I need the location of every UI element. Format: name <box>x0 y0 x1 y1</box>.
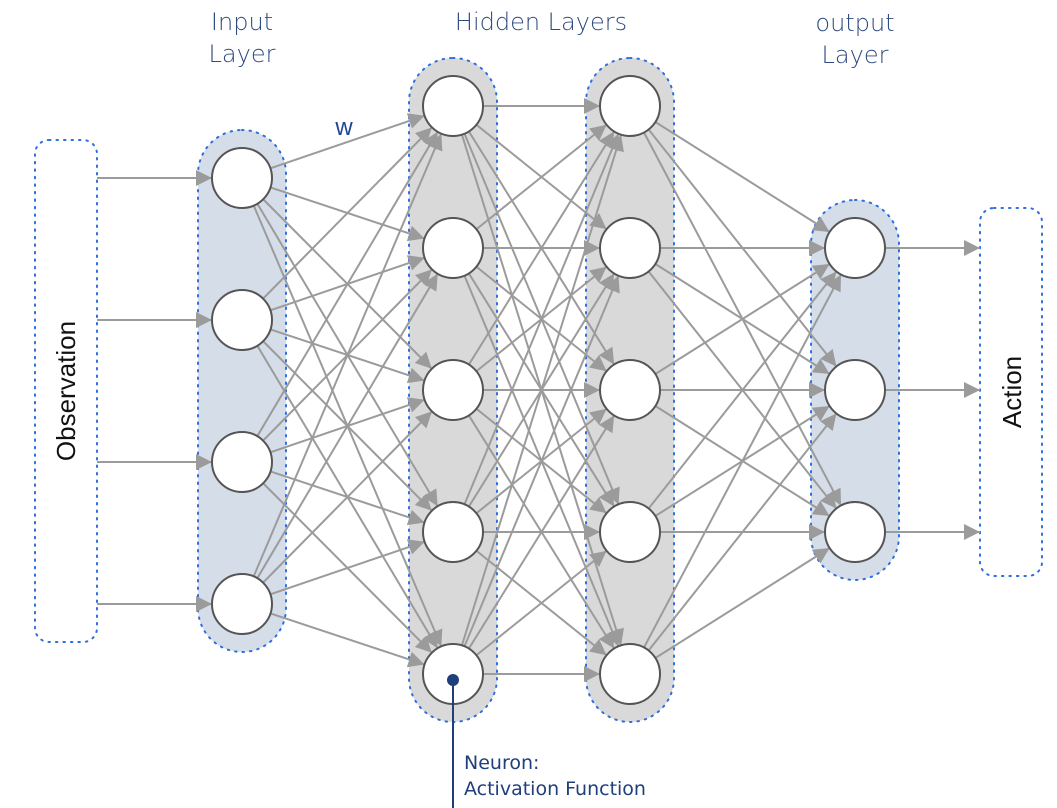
weight-label: w <box>334 114 353 141</box>
weight-edge <box>647 270 838 510</box>
neuron-hidden-2 <box>599 75 661 137</box>
weight-edge <box>475 123 608 231</box>
neuron-output <box>824 359 886 421</box>
neuron-input <box>211 573 273 635</box>
weight-edge <box>270 612 425 668</box>
neuron-hidden-1 <box>422 75 484 137</box>
neuron-output <box>824 501 886 563</box>
layer-input-band <box>197 129 287 653</box>
neuron-input <box>211 147 273 209</box>
weight-edge <box>252 133 443 577</box>
input-layer-title-line1: Input <box>211 8 273 36</box>
weight-edge <box>256 131 439 437</box>
neuron-hidden-1 <box>422 501 484 563</box>
neuron-hidden-1 <box>422 359 484 421</box>
observation-box <box>34 139 98 643</box>
weight-edge <box>468 130 615 366</box>
neuron-output <box>824 217 886 279</box>
neuron-note-line2: Activation Function <box>464 778 646 800</box>
neuron-input <box>211 289 273 351</box>
weight-edge <box>460 134 624 646</box>
action-box <box>979 207 1043 577</box>
input-layer-title-line2: Layer <box>209 40 276 68</box>
weight-edge <box>270 113 425 170</box>
weight-edge <box>262 410 433 584</box>
neuron-note-line1: Neuron: <box>464 752 539 774</box>
hidden-layers-title: Hidden Layers <box>455 8 627 36</box>
weight-edge <box>463 133 620 505</box>
weight-edge <box>463 275 620 647</box>
weight-edge <box>654 121 831 233</box>
action-label: Action <box>997 356 1027 428</box>
neuron-hidden-2 <box>599 217 661 279</box>
weight-edge <box>647 412 838 652</box>
weight-edge <box>654 547 831 659</box>
neuron-hidden-1 <box>422 217 484 279</box>
weight-edge <box>475 549 608 657</box>
neuron-hidden-2 <box>599 501 661 563</box>
weight-edge <box>468 414 615 650</box>
weight-edge <box>270 539 425 596</box>
neuron-hidden-2 <box>599 643 661 705</box>
neuron-hidden-2 <box>599 359 661 421</box>
output-layer-title-line1: output <box>815 9 894 37</box>
weight-edge <box>262 126 433 300</box>
output-layer-title-line2: Layer <box>822 41 889 69</box>
neuron-input <box>211 431 273 493</box>
weight-edge <box>256 273 439 579</box>
weight-edge <box>643 274 842 648</box>
observation-label: Observation <box>51 321 81 461</box>
neuron-annotation-dot <box>447 674 459 686</box>
weight-edge <box>654 263 831 375</box>
